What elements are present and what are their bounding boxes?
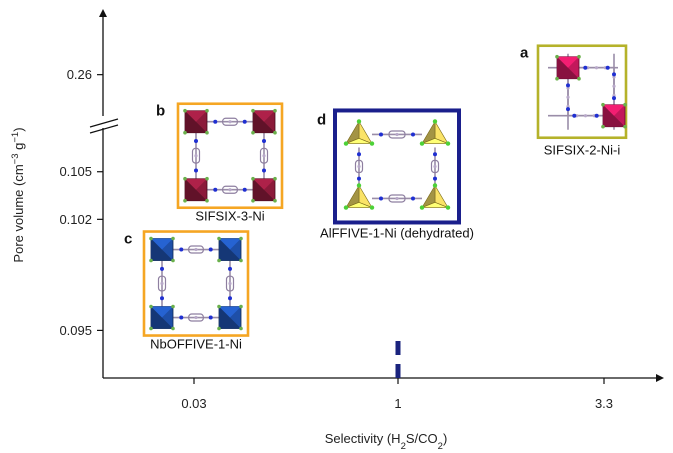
axis-break [89,116,119,134]
structure-name: NbOFFIVE-1-Ni [150,337,242,352]
structure-name: AlFFIVE-1-Ni (dehydrated) [320,225,474,240]
panel-letter: d [317,111,326,128]
y-tick-label: 0.102 [59,212,92,227]
y-tick-label: 0.26 [67,67,92,82]
x-axis-label: Selectivity (H2S/CO2) [325,431,448,452]
panel-letter: a [520,45,529,62]
x-tick-label: 1 [394,396,401,411]
y-tick-label: 0.105 [59,164,92,179]
y-axis-label: Pore volume (cm−3 g−1) [10,127,27,262]
structure-name: SIFSIX-2-Ni-i [544,143,621,158]
x-tick-label: 0.03 [181,396,206,411]
structure-name: SIFSIX-3-Ni [195,209,264,224]
y-tick-label: 0.095 [59,323,92,338]
panel-letter: b [156,103,165,120]
panel-letter: c [124,231,132,248]
x-tick-label: 3.3 [595,396,613,411]
